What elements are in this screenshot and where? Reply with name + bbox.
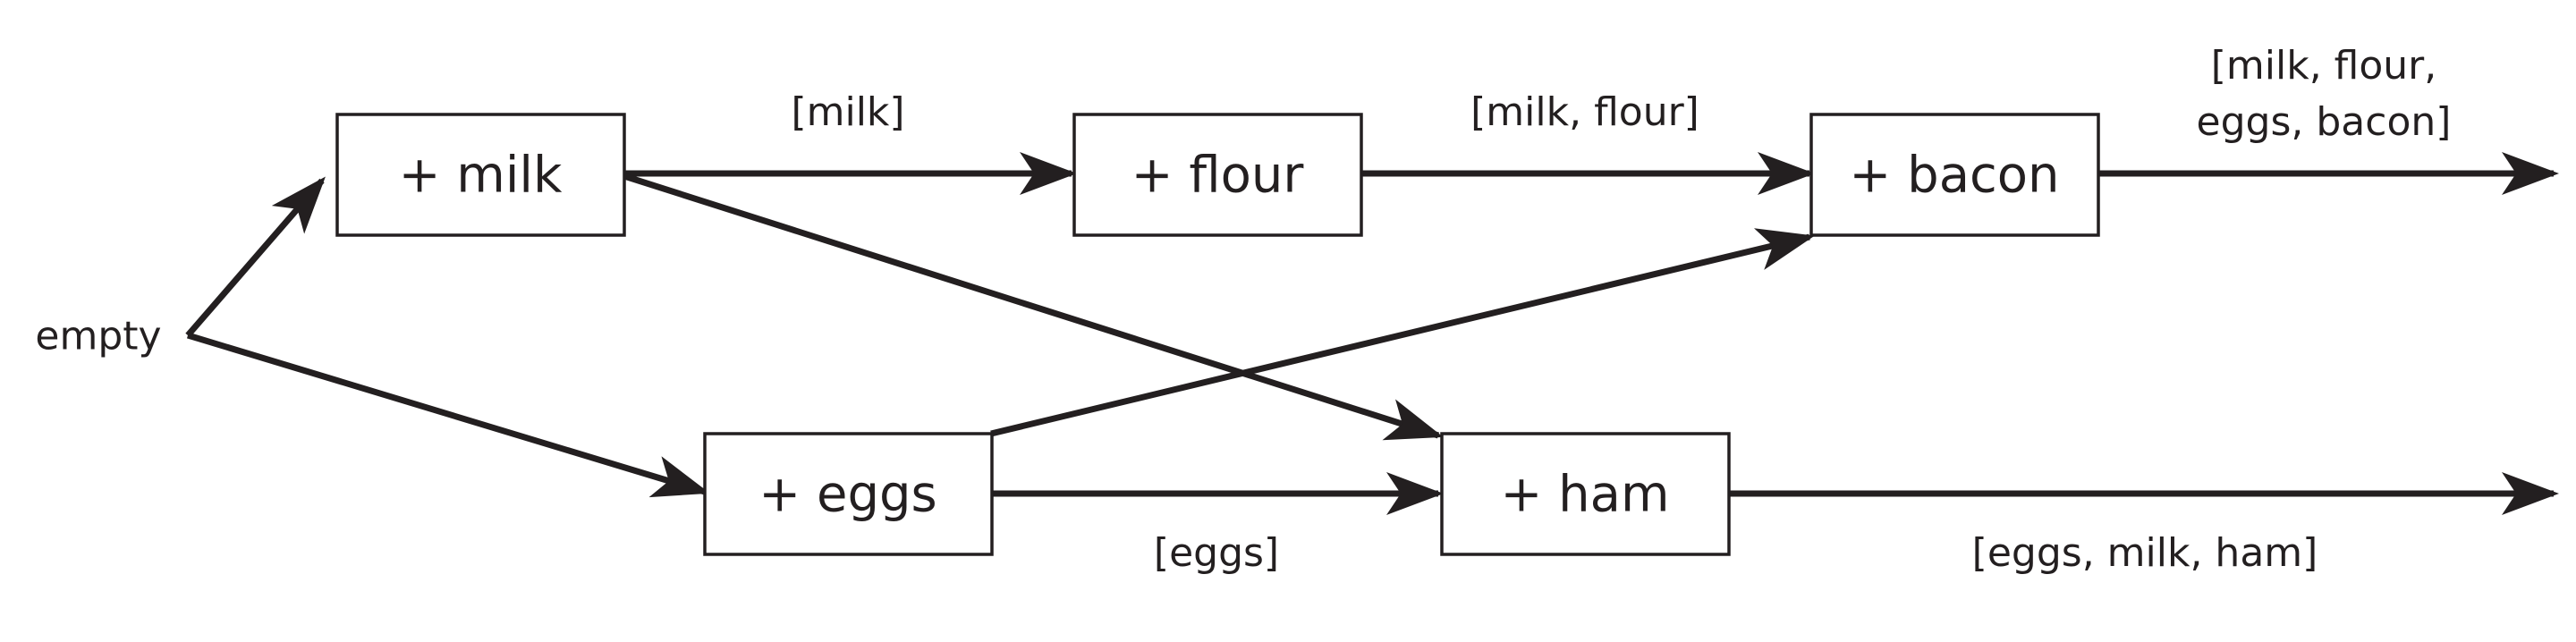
- node-eggs-label: + eggs: [758, 466, 936, 524]
- edge-empty-to-eggs: [186, 332, 710, 498]
- node-bacon: + bacon: [1809, 113, 2100, 237]
- label-flour-to-bacon: [milk, flour]: [1470, 89, 1699, 135]
- label-ham-out: [eggs, milk, ham]: [1972, 530, 2318, 576]
- label-bacon-out-line2: eggs, bacon]: [2197, 99, 2452, 145]
- node-milk: + milk: [335, 113, 626, 237]
- edge-milk-to-ham: [623, 173, 1444, 441]
- node-milk-label: + milk: [399, 147, 563, 205]
- start-label: empty: [35, 314, 161, 359]
- node-flour-label: + flour: [1131, 147, 1305, 205]
- node-flour: + flour: [1072, 113, 1363, 237]
- node-ham-label: + ham: [1500, 466, 1669, 524]
- edge-empty-to-milk: [185, 176, 326, 338]
- node-ham: + ham: [1440, 432, 1731, 556]
- label-eggs-to-ham: [eggs]: [1154, 530, 1279, 576]
- node-bacon-label: + bacon: [1849, 147, 2059, 205]
- label-milk-to-flour: [milk]: [791, 89, 904, 135]
- label-bacon-out-line1: [milk, flour,: [2211, 43, 2437, 89]
- edge-eggs-to-bacon: [990, 228, 1815, 437]
- node-eggs: + eggs: [703, 432, 994, 556]
